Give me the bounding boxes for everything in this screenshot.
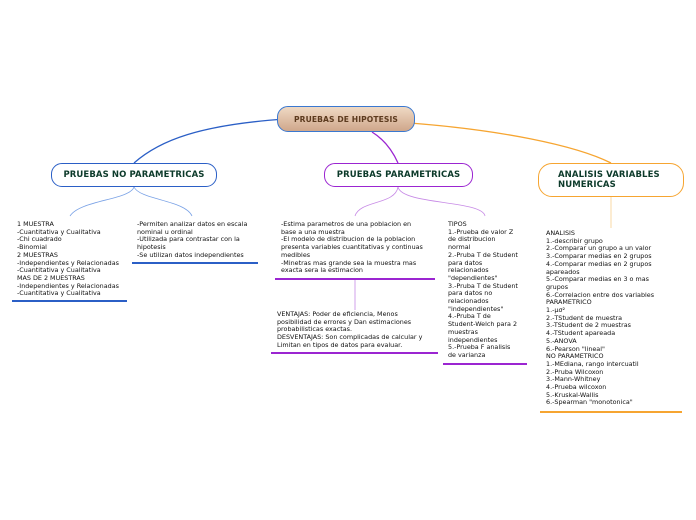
note-analisis: ANALISIS 1.-describir grupo 2.-Comparar …: [546, 229, 655, 407]
note-underline: [12, 300, 127, 302]
node-analisis-variables[interactable]: ANALISIS VARIABLES NUMERICAS: [538, 163, 684, 197]
link-root-analisis: [409, 122, 612, 164]
note-underline: [540, 411, 682, 413]
node-parametricas-label: PRUEBAS PARAMETRICAS: [336, 170, 461, 180]
note-par-caracteristicas: -Estima parametros de una poblacion en b…: [281, 220, 423, 275]
note-par-tipos: TIPOS 1.-Prueba de valor Z de distribuci…: [448, 220, 518, 359]
note-nopar-caracteristicas: -Permiten analizar datos en escala nomin…: [137, 220, 248, 259]
note-underline: [443, 363, 527, 365]
root-label: PRUEBAS DE HIPOTESIS: [293, 114, 398, 124]
link-root-no-parametricas: [133, 118, 286, 164]
note-par-ventajas: VENTAJAS: Poder de eficiencia, Menos pos…: [277, 310, 423, 349]
link-nopar-right: [133, 186, 193, 217]
note-underline: [132, 262, 258, 264]
note-underline: [275, 278, 435, 280]
node-no-parametricas[interactable]: PRUEBAS NO PARAMETRICAS: [51, 163, 217, 187]
link-root-parametricas: [371, 131, 399, 164]
note-underline: [271, 352, 438, 354]
link-par-left: [354, 186, 399, 217]
note-nopar-muestras: 1 MUESTRA -Cuantitativa y Cualitativa -C…: [17, 220, 119, 298]
root-node[interactable]: PRUEBAS DE HIPOTESIS: [277, 106, 415, 132]
link-par-right: [397, 186, 486, 217]
node-no-parametricas-label: PRUEBAS NO PARAMETRICAS: [63, 170, 205, 180]
node-parametricas[interactable]: PRUEBAS PARAMETRICAS: [324, 163, 473, 187]
link-nopar-left: [69, 186, 135, 217]
node-analisis-label: ANALISIS VARIABLES NUMERICAS: [558, 170, 660, 190]
